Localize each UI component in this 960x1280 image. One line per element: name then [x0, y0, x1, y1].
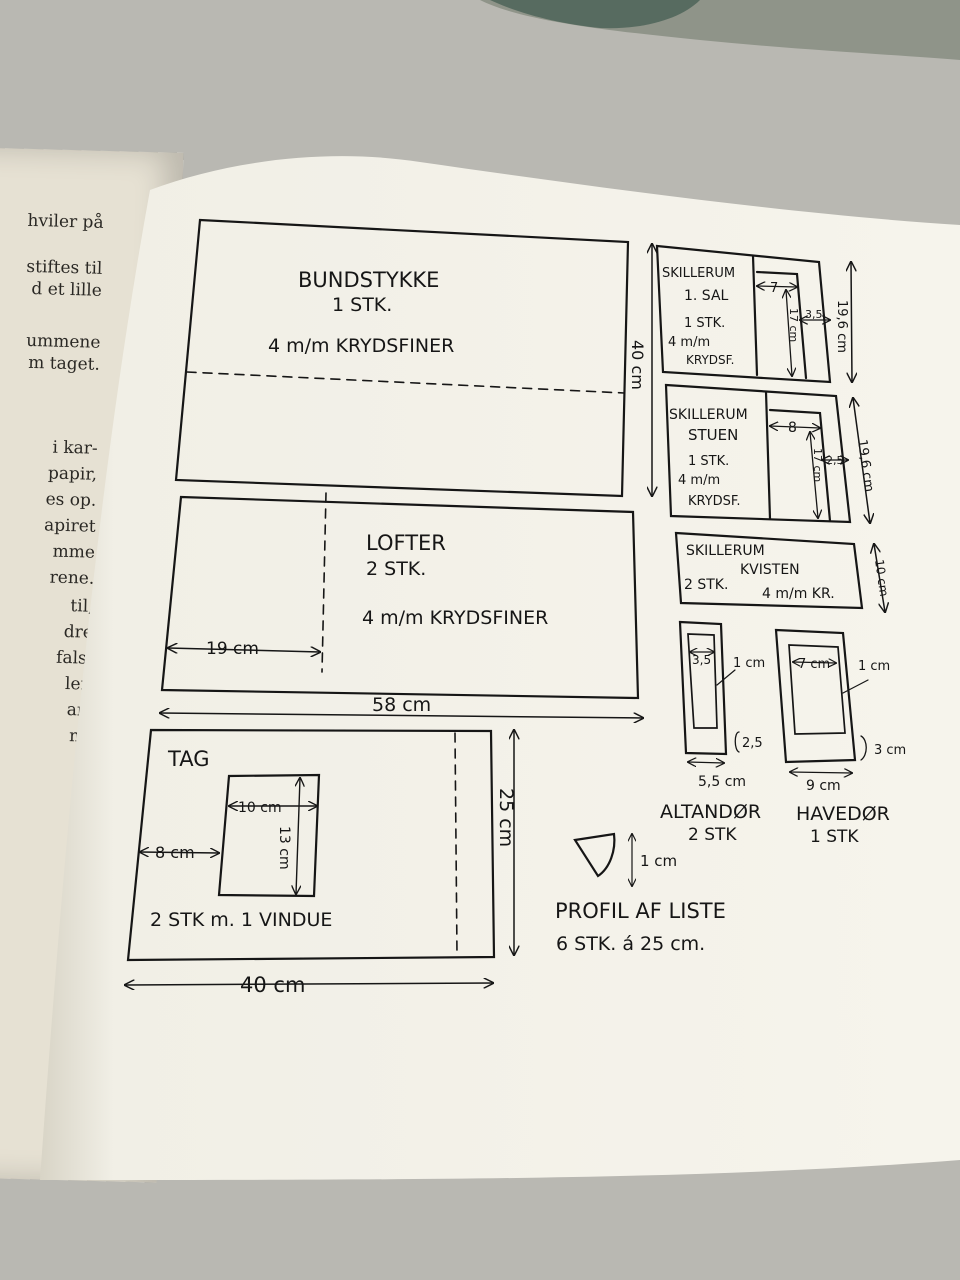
bundstykke-height-label: 40 cm [628, 340, 647, 390]
lofter-count: 2 STK. [366, 558, 426, 580]
altandor-frame: 1 cm [733, 656, 765, 671]
lofter-offset-label: 19 cm [206, 639, 259, 659]
altandor-piece [678, 620, 740, 763]
tag-width-label: 40 cm [240, 973, 305, 997]
altandor-bottom: 2,5 [742, 736, 763, 751]
skillerum-stuen-piece [664, 383, 870, 523]
skillerum-kvisten-height-dim: 10 cm [872, 558, 891, 597]
havedor-bottom: 3 cm [874, 743, 906, 758]
skillerum-sal-side: 3,5 [805, 308, 823, 321]
havedor-frame: 1 cm [858, 659, 890, 674]
tag-window-width: 10 cm [238, 800, 282, 816]
profil-title: PROFIL AF LISTE [555, 899, 726, 923]
havedor-width-dim: 9 cm [806, 778, 841, 794]
profil-count: 6 STK. á 25 cm. [556, 933, 705, 955]
skillerum-stuen-count: 1 STK. [688, 454, 729, 469]
tag-title: TAG [167, 747, 209, 771]
skillerum-stuen-material1: 4 m/m [678, 473, 720, 488]
lofter-piece [160, 492, 643, 718]
skillerum-sal-width: 7 [770, 281, 778, 296]
bundstykke-material: 4 m/m KRYDSFINER [268, 335, 454, 357]
havedor-piece [774, 628, 869, 773]
skillerum-stuen-subtitle: STUEN [688, 426, 738, 444]
background-book-spine [490, 0, 700, 29]
skillerum-kvisten-subtitle: KVISTEN [740, 562, 800, 578]
skillerum-sal-height: 17 cm [787, 308, 800, 342]
tag-window-height: 13 cm [276, 826, 292, 870]
altandor-count: 2 STK [688, 825, 737, 845]
havedor-inner-width: 7 cm [798, 657, 830, 672]
tag-offset-label: 8 cm [155, 843, 195, 862]
bundstykke-count: 1 STK. [332, 294, 392, 316]
tag-width-dim [125, 983, 493, 985]
lofter-material: 4 m/m KRYDSFINER [362, 607, 548, 629]
lofter-width-dim [160, 713, 643, 718]
skillerum-sal-subtitle: 1. SAL [684, 288, 729, 304]
tag-height-label: 25 cm [495, 788, 517, 847]
skillerum-sal-count: 1 STK. [684, 316, 725, 331]
skillerum-sal-title: SKILLERUM [662, 266, 735, 281]
skillerum-stuen-width: 8 [788, 420, 797, 436]
skillerum-stuen-material2: KRYDSF. [688, 494, 740, 509]
skillerum-sal-height-dim: 19,6 cm [834, 300, 849, 353]
lofter-offset-dim [168, 648, 320, 652]
bundstykke-piece [174, 218, 652, 498]
profil-shape [573, 832, 632, 886]
skillerum-stuen-height: 17 cm [811, 448, 824, 482]
lofter-width-label: 58 cm [372, 694, 431, 716]
skillerum-sal-material2: KRYDSF. [686, 353, 734, 367]
profil-size: 1 cm [640, 852, 677, 870]
skillerum-kvisten-material: 4 m/m KR. [762, 586, 835, 602]
skillerum-kvisten-title: SKILLERUM [686, 543, 765, 559]
skillerum-sal-material1: 4 m/m [668, 335, 710, 350]
tag-note: 2 STK m. 1 VINDUE [150, 909, 332, 931]
altandor-name: ALTANDØR [660, 801, 761, 823]
altandor-inner-width: 3,5 [692, 653, 711, 667]
skillerum-stuen-side: 2,5 [826, 454, 844, 467]
skillerum-kvisten-piece [674, 531, 885, 612]
lofter-title: LOFTER [366, 531, 446, 555]
skillerum-stuen-title: SKILLERUM [669, 407, 748, 423]
skillerum-kvisten-count: 2 STK. [684, 577, 728, 593]
right-page [40, 156, 960, 1180]
havedor-name: HAVEDØR [796, 803, 890, 825]
havedor-count: 1 STK [810, 827, 859, 847]
skillerum-stuen-height-dim: 19,6 cm [854, 438, 876, 492]
tag-window-outline [217, 773, 321, 898]
altandor-width-dim: 5,5 cm [698, 774, 746, 790]
tag-piece [125, 728, 514, 985]
bundstykke-title: BUNDSTYKKE [298, 268, 439, 292]
skillerum-sal-piece [655, 244, 852, 384]
